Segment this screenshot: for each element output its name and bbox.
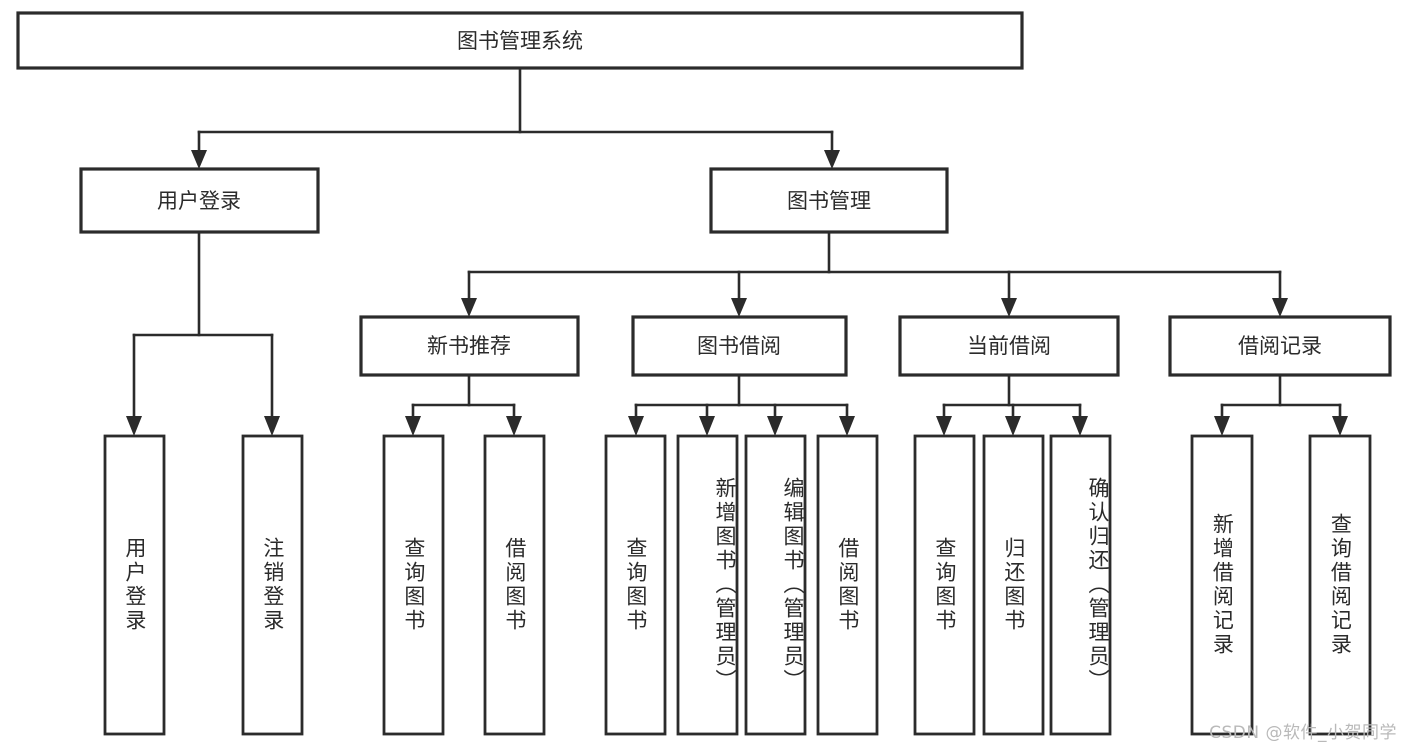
leaf-box-current-borrow-2[interactable]: [1049, 434, 1112, 736]
connector-new-book-to-leaves: [405, 373, 522, 436]
leaf-box-book-borrow-3[interactable]: [816, 434, 879, 736]
arrowhead-user-login: [191, 150, 207, 169]
connector-book-manage-to-level3: [461, 230, 1288, 317]
node-borrow-record[interactable]: [1168, 315, 1392, 377]
leaf-box-user-login-0[interactable]: [103, 434, 166, 736]
connector-user-login-to-leaves: [126, 230, 280, 436]
leaf-box-book-borrow-0[interactable]: [604, 434, 667, 736]
node-book-borrow-label: 图书借阅: [697, 334, 781, 358]
leaf-box-book-borrow-1[interactable]: [676, 434, 739, 736]
leaf-box-borrow-record-0[interactable]: [1190, 434, 1254, 736]
csdn-watermark: CSDN @软件_小贺同学: [1209, 723, 1397, 743]
leaf-box-book-borrow-2[interactable]: [744, 434, 807, 736]
leaf-box-current-borrow-1[interactable]: [982, 434, 1045, 736]
node-current-borrow-label: 当前借阅: [967, 334, 1051, 358]
node-book-manage-label: 图书管理: [787, 189, 871, 213]
leaf-box-current-borrow-0[interactable]: [913, 434, 976, 736]
connector-borrow-record-to-leaves: [1214, 373, 1348, 436]
node-new-book-recommend-label: 新书推荐: [427, 334, 511, 358]
leaf-box-new-book-0[interactable]: [382, 434, 445, 736]
node-root-label: 图书管理系统: [457, 29, 583, 53]
leaf-box-user-login-1[interactable]: [241, 434, 304, 736]
node-current-borrow[interactable]: [898, 315, 1120, 377]
node-user-login[interactable]: [79, 167, 320, 234]
leaf-box-borrow-record-1[interactable]: [1308, 434, 1372, 736]
arrowhead-book-manage: [824, 150, 840, 169]
node-book-manage[interactable]: [709, 167, 949, 234]
node-borrow-record-label: 借阅记录: [1238, 334, 1322, 358]
connector-root-to-level2: [197, 66, 834, 154]
connector-current-borrow-to-leaves: [936, 373, 1088, 436]
leaf-box-new-book-1[interactable]: [483, 434, 546, 736]
node-new-book-recommend[interactable]: [359, 315, 580, 377]
node-user-login-label: 用户登录: [157, 189, 241, 213]
node-root[interactable]: [16, 11, 1024, 70]
node-book-borrow[interactable]: [631, 315, 848, 377]
connector-book-borrow-to-leaves: [628, 373, 855, 436]
